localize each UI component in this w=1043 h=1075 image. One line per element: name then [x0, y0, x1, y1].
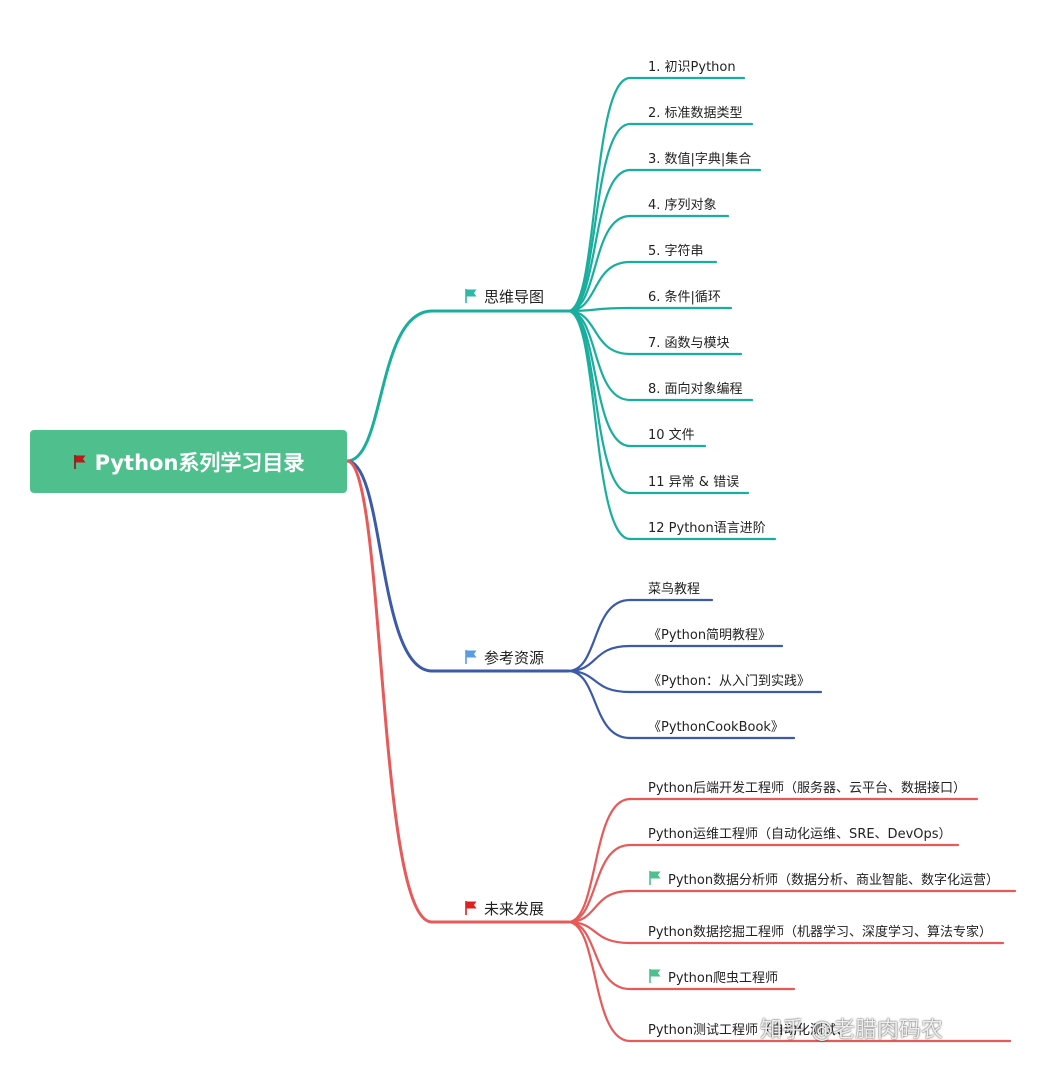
branch-node[interactable]: 思维导图	[464, 284, 544, 308]
branch-to-leaf-connector	[566, 797, 632, 924]
branch-to-leaf-connector	[566, 920, 632, 1043]
leaf-label: 1. 初识Python	[648, 59, 736, 75]
leaf-label: 5. 字符串	[648, 243, 704, 259]
leaf-label: 2. 标准数据类型	[648, 105, 743, 121]
leaf-label: 《Python：从入门到实践》	[648, 673, 811, 689]
leaf-node[interactable]: Python运维工程师（自动化运维、SRE、DevOps）	[648, 821, 952, 843]
branch-to-leaf-connector	[566, 843, 632, 924]
root-title: Python系列学习目录	[94, 450, 305, 475]
leaf-node[interactable]: Python数据挖掘工程师（机器学习、深度学习、算法专家）	[648, 919, 992, 941]
leaf-label: 11 异常 & 错误	[648, 474, 740, 490]
branch-label: 参考资源	[484, 648, 545, 667]
root-to-branch-connector	[345, 459, 434, 924]
red-flag-icon	[465, 901, 477, 915]
leaf-node[interactable]: 10 文件	[648, 422, 695, 444]
leaf-label: Python运维工程师（自动化运维、SRE、DevOps）	[648, 826, 952, 842]
leaf-label: 3. 数值|字典|集合	[648, 151, 752, 167]
leaf-node[interactable]: 《PythonCookBook》	[648, 714, 784, 736]
branch-to-leaf-connector	[566, 309, 632, 541]
blue-flag-icon	[465, 650, 477, 664]
leaf-node[interactable]: Python爬虫工程师	[648, 965, 778, 987]
leaf-label: Python后端开发工程师（服务器、云平台、数据接口）	[648, 780, 967, 796]
leaf-label: 7. 函数与模块	[648, 335, 730, 351]
leaf-label: 《PythonCookBook》	[648, 719, 784, 735]
leaf-node[interactable]: 11 异常 & 错误	[648, 469, 739, 491]
leaf-node[interactable]: 菜鸟教程	[648, 576, 700, 598]
branch-label: 未来发展	[484, 899, 545, 918]
branch-to-leaf-connector	[566, 309, 632, 402]
leaf-label: 12 Python语言进阶	[648, 520, 766, 536]
branch-label: 思维导图	[484, 287, 545, 306]
branch-to-leaf-connector	[566, 76, 632, 313]
branch-to-leaf-connector	[566, 214, 632, 313]
leaf-node[interactable]: 5. 字符串	[648, 238, 704, 260]
branch-to-leaf-connector	[566, 669, 632, 740]
branch-to-leaf-connector	[566, 122, 632, 313]
leaf-label: 菜鸟教程	[648, 581, 701, 597]
branch-node[interactable]: 参考资源	[464, 645, 544, 669]
leaf-label: Python数据挖掘工程师（机器学习、深度学习、算法专家）	[648, 924, 993, 940]
root-to-branch-connector	[345, 309, 434, 463]
leaf-node[interactable]: 4. 序列对象	[648, 192, 717, 214]
leaf-label: 8. 面向对象编程	[648, 381, 743, 397]
leaf-node[interactable]: Python数据分析师（数据分析、商业智能、数字化运营）	[648, 867, 999, 889]
leaf-node[interactable]: Python后端开发工程师（服务器、云平台、数据接口）	[648, 775, 966, 797]
leaf-node[interactable]: 2. 标准数据类型	[648, 100, 743, 122]
green-flag-icon	[649, 969, 661, 983]
leaf-node[interactable]: 《Python简明教程》	[648, 622, 771, 644]
red-flag-icon	[73, 454, 86, 469]
branch-to-leaf-connector	[566, 260, 632, 313]
leaf-node[interactable]: 3. 数值|字典|集合	[648, 146, 751, 168]
leaf-node[interactable]: Python测试工程师（自动化测试、	[648, 1017, 849, 1039]
green-flag-icon	[649, 871, 661, 885]
root-to-branch-connector	[345, 459, 434, 673]
leaf-label: 10 文件	[648, 427, 695, 443]
leaf-label: 《Python简明教程》	[648, 627, 772, 643]
leaf-node[interactable]: 6. 条件|循环	[648, 284, 721, 306]
leaf-label: Python测试工程师（自动化测试、	[648, 1022, 850, 1038]
branch-to-leaf-connector	[566, 920, 632, 945]
leaf-node[interactable]: 1. 初识Python	[648, 54, 736, 76]
branch-to-leaf-connector	[566, 920, 632, 991]
branch-to-leaf-connector	[566, 889, 632, 924]
branch-to-leaf-connector	[566, 168, 632, 313]
leaf-node[interactable]: 8. 面向对象编程	[648, 376, 743, 398]
leaf-node[interactable]: 7. 函数与模块	[648, 330, 730, 352]
branch-to-leaf-connector	[566, 644, 632, 673]
branch-to-leaf-connector	[566, 669, 632, 694]
leaf-label: Python爬虫工程师	[668, 970, 779, 986]
root-node[interactable]: Python系列学习目录	[30, 430, 347, 493]
leaf-label: 6. 条件|循环	[648, 289, 721, 305]
branch-to-leaf-connector	[566, 598, 632, 673]
leaf-label: Python数据分析师（数据分析、商业智能、数字化运营）	[668, 872, 1000, 888]
teal-flag-icon	[465, 289, 477, 303]
leaf-node[interactable]: 《Python：从入门到实践》	[648, 668, 810, 690]
leaf-label: 4. 序列对象	[648, 197, 717, 213]
leaf-node[interactable]: 12 Python语言进阶	[648, 515, 766, 537]
branch-node[interactable]: 未来发展	[464, 896, 544, 920]
